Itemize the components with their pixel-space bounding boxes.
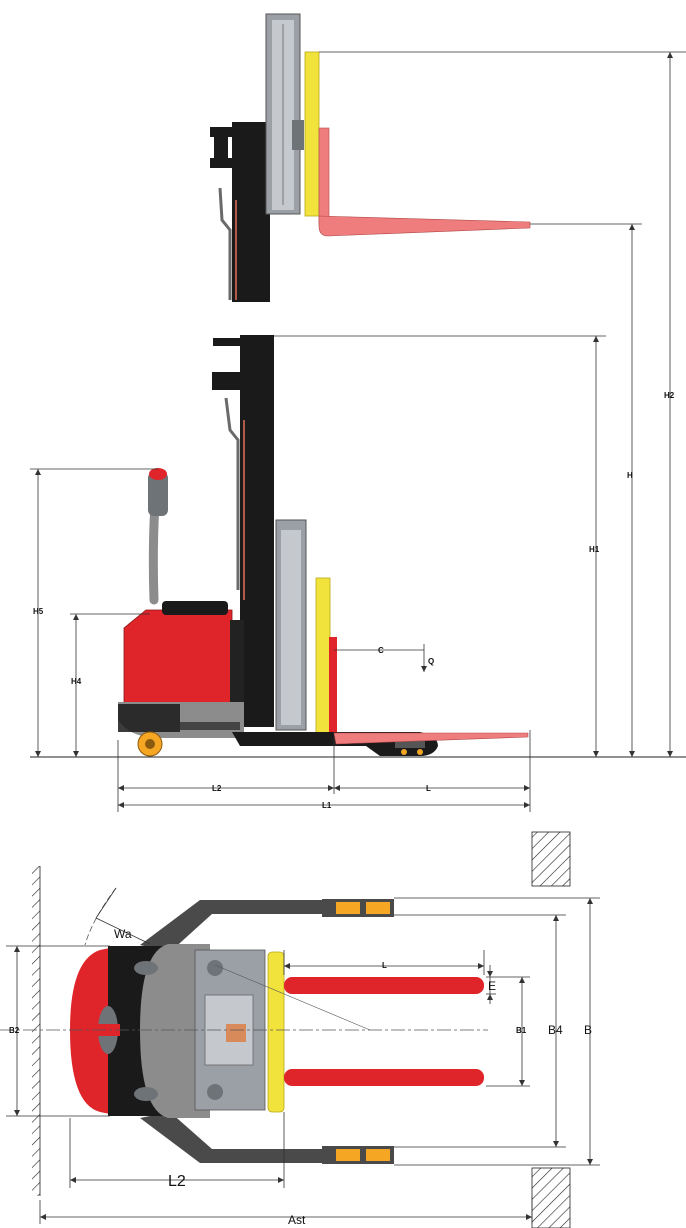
- raised-mast-view: [210, 13, 531, 302]
- label-B2: B2: [9, 1026, 20, 1035]
- label-L2-top: L2: [168, 1173, 186, 1190]
- label-Ast: Ast: [288, 1213, 306, 1227]
- label-H5: H5: [33, 607, 44, 616]
- side-view-truck: [30, 335, 686, 758]
- label-H2: H2: [664, 391, 675, 400]
- label-B4: B4: [548, 1023, 563, 1037]
- label-B1: B1: [516, 1026, 527, 1035]
- top-view-truck: [0, 831, 571, 1228]
- side-dimensions: H2 H H1 H5 H4 C Q L2 L L1: [30, 51, 686, 812]
- label-L1: L1: [322, 801, 332, 810]
- label-L-top: L: [382, 961, 387, 970]
- top-dimensions: Wa L E B1 B4 B B2 L2 Ast: [6, 887, 600, 1227]
- label-L-side: L: [426, 784, 431, 793]
- label-C: C: [378, 646, 384, 655]
- label-Q: Q: [428, 657, 434, 666]
- label-H: H: [627, 471, 633, 480]
- label-H4: H4: [71, 677, 82, 686]
- label-L2-side: L2: [212, 784, 222, 793]
- label-B: B: [584, 1023, 592, 1037]
- label-H1: H1: [589, 545, 600, 554]
- label-Wa: Wa: [114, 927, 132, 941]
- label-E: E: [488, 979, 496, 993]
